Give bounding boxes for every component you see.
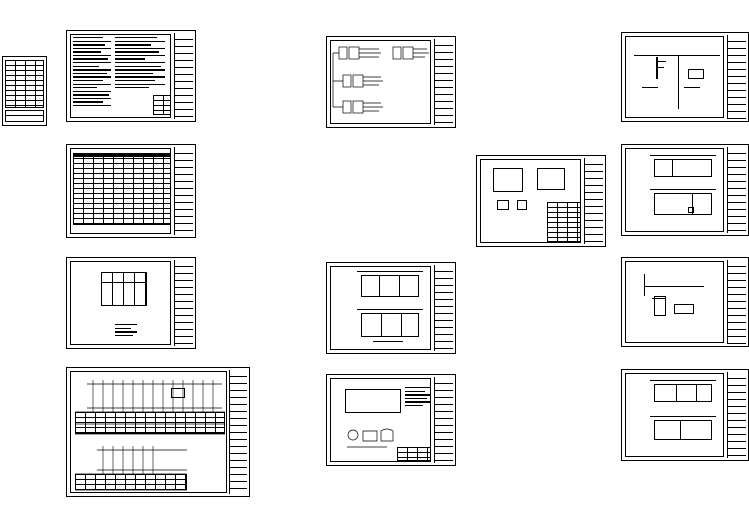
sheet-elevation-detail[interactable] (621, 32, 749, 122)
notes-legend-table (153, 95, 171, 115)
section-equipment (654, 296, 666, 316)
sheet-floor-plan-b[interactable] (621, 144, 749, 236)
plan-a-lower-room (361, 313, 419, 337)
sheet-equipment-layout[interactable] (476, 155, 606, 247)
control-circuit-symbols (332, 46, 429, 114)
sheet-floor-plan-c[interactable] (621, 369, 749, 461)
notes-text-column-left (73, 37, 111, 109)
equipment-table-grid (73, 153, 171, 225)
plan-c-lower-room (654, 420, 712, 440)
section-slab-line (644, 286, 704, 287)
distribution-table-upper (75, 412, 225, 434)
sheet-drawing-list[interactable] (2, 56, 47, 126)
sheet-distribution-system[interactable] (66, 367, 250, 497)
sheet-design-notes[interactable] (66, 30, 196, 122)
drawing-list-table (5, 60, 44, 108)
layout-room-right (537, 168, 565, 190)
distribution-cabinet (171, 388, 185, 398)
notes-text-column-right (115, 37, 165, 91)
layout-material-table (547, 202, 581, 242)
plan-b-upper-room (654, 159, 712, 177)
grounding-outline (345, 389, 401, 413)
plan-b-lower-room (654, 193, 712, 215)
sheet-equipment-table[interactable] (66, 144, 196, 238)
layout-room-left (493, 168, 523, 192)
grounding-details (347, 428, 394, 448)
plan-c-upper-room (654, 384, 712, 402)
sheet-section-detail[interactable] (621, 257, 749, 347)
drawing-list-footer (5, 110, 44, 122)
schematic-notes (115, 324, 137, 338)
distribution-table-lower (75, 474, 187, 490)
grounding-table (397, 447, 431, 461)
sheet-control-circuits[interactable] (326, 36, 456, 128)
schematic-panel-grid (101, 272, 147, 306)
grounding-notes (405, 387, 431, 408)
sheet-floor-plan-a[interactable] (326, 262, 456, 354)
elevation-baseline (634, 55, 720, 56)
sheet-low-voltage-schematic[interactable] (66, 257, 196, 349)
plan-a-upper-room (361, 275, 419, 297)
sheet-grounding-plan[interactable] (326, 374, 456, 466)
